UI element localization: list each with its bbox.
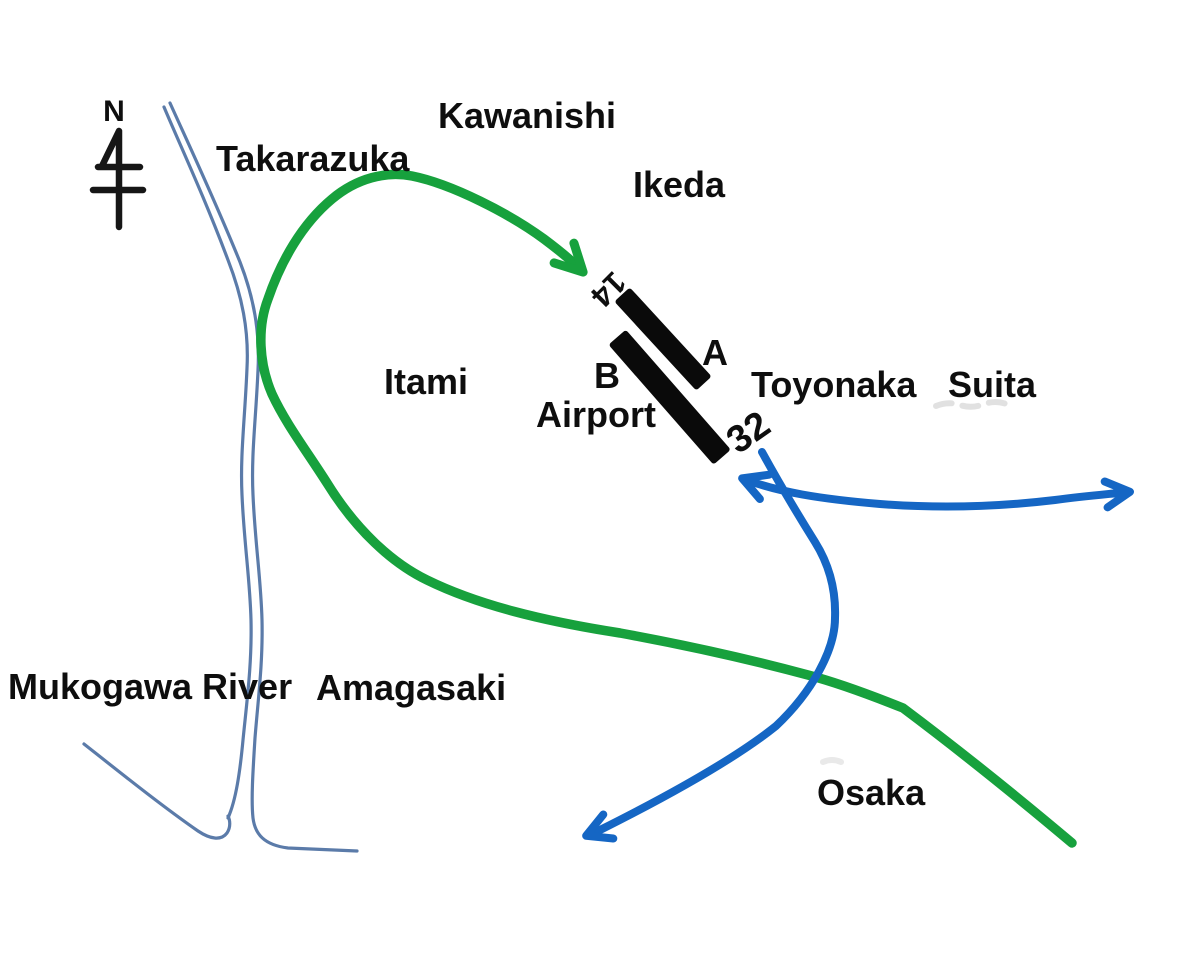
green-approach-route	[256, 169, 1077, 848]
compass-north-indicator: N	[89, 95, 147, 231]
label-runway-b: B	[594, 355, 620, 396]
label-ikeda: Ikeda	[633, 164, 726, 205]
label-amagasaki: Amagasaki	[316, 667, 506, 708]
river-east-bank	[168, 101, 359, 853]
faded-text-remnant-osaka	[820, 757, 844, 765]
compass-north-label: N	[103, 95, 125, 128]
label-runway-threshold-32: 32	[719, 403, 778, 462]
label-itami: Itami	[384, 361, 468, 402]
blue-route-east	[738, 470, 1134, 512]
label-osaka: Osaka	[817, 772, 926, 813]
label-takarazuka: Takarazuka	[216, 138, 410, 179]
river-west-bank	[162, 105, 253, 820]
label-mukogawa-river: Mukogawa River	[8, 666, 292, 707]
runway-a-strip	[615, 288, 711, 390]
label-kawanishi: Kawanishi	[438, 95, 616, 136]
label-toyonaka: Toyonaka	[751, 364, 917, 405]
river-southwest-branch	[82, 742, 232, 840]
runway-b-strip	[609, 330, 730, 464]
label-suita: Suita	[948, 364, 1037, 405]
label-airport: Airport	[536, 394, 656, 435]
blue-route-south	[582, 448, 840, 843]
mukogawa-river-shape	[82, 101, 359, 853]
compass-arrow-icon	[89, 127, 147, 231]
faded-text-remnant-suita	[933, 399, 1009, 410]
label-runway-a: A	[702, 332, 728, 373]
itami-airport-runways	[609, 288, 730, 464]
